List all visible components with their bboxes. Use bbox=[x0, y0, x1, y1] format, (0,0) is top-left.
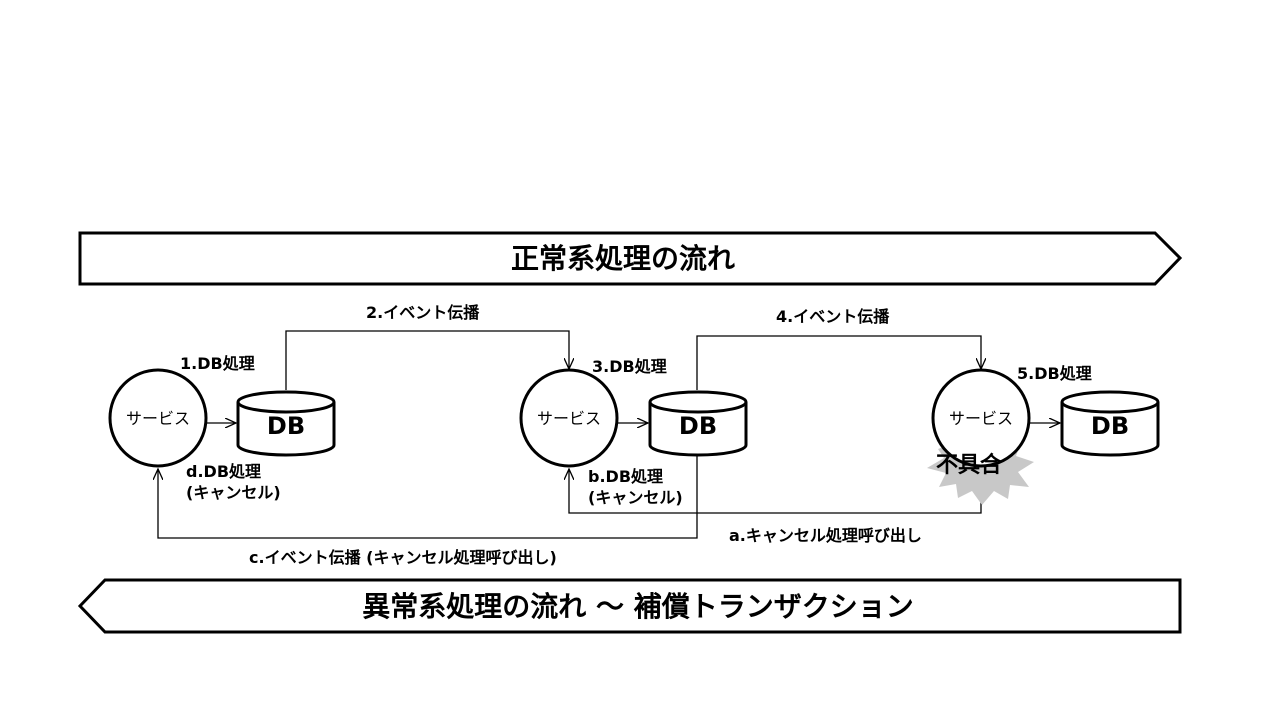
database-node-1: DB bbox=[236, 390, 336, 457]
step-label-b-line2: (キャンセル) bbox=[588, 488, 683, 507]
database-cylinder bbox=[236, 390, 336, 457]
step-label-4: 4.イベント伝播 bbox=[776, 307, 890, 326]
abnormal-flow-title: 異常系処理の流れ ～ 補償トランザクション bbox=[362, 590, 914, 623]
event-arrow-4 bbox=[696, 335, 981, 390]
database-node-2: DB bbox=[648, 390, 748, 457]
service-circle bbox=[108, 368, 208, 468]
service-node-1: サービス bbox=[108, 368, 208, 468]
step-label-2: 2.イベント伝播 bbox=[366, 303, 480, 322]
database-label: DB bbox=[267, 412, 305, 440]
database-cylinder-rim bbox=[648, 401, 748, 414]
service-node-3: サービス bbox=[931, 368, 1031, 468]
step-label-5: 5.DB処理 bbox=[1017, 364, 1092, 383]
abnormal-flow-banner: 異常系処理の流れ ～ 補償トランザクション bbox=[77, 578, 1182, 634]
step-label-d-line2: (キャンセル) bbox=[186, 483, 281, 502]
normal-flow-title: 正常系処理の流れ bbox=[511, 242, 735, 275]
service-circle bbox=[931, 368, 1031, 468]
service-circle bbox=[519, 368, 619, 468]
service-label: サービス bbox=[126, 409, 190, 428]
step-label-3: 3.DB処理 bbox=[592, 357, 667, 376]
step-label-a: a.キャンセル処理呼び出し bbox=[729, 526, 922, 545]
database-node-3: DB bbox=[1060, 390, 1160, 457]
step-label-c: c.イベント伝播 (キャンセル処理呼び出し) bbox=[249, 548, 557, 567]
database-cylinder-rim bbox=[236, 401, 336, 414]
event-arrow-2 bbox=[285, 330, 569, 390]
compensation-arrow-c bbox=[158, 453, 698, 539]
right-arrow-banner-shape bbox=[78, 231, 1183, 286]
normal-flow-banner: 正常系処理の流れ bbox=[78, 231, 1183, 286]
database-label: DB bbox=[679, 412, 717, 440]
left-arrow-banner-shape bbox=[77, 578, 1182, 634]
error-label: 不具合 bbox=[936, 452, 1003, 478]
step-label-b-line1: b.DB処理 bbox=[588, 467, 663, 486]
database-cylinder-rim bbox=[1060, 401, 1160, 414]
service-node-2: サービス bbox=[519, 368, 619, 468]
database-label: DB bbox=[1091, 412, 1129, 440]
service-label: サービス bbox=[537, 409, 601, 428]
step-label-1: 1.DB処理 bbox=[180, 354, 255, 373]
service-label: サービス bbox=[949, 409, 1013, 428]
database-cylinder bbox=[1060, 390, 1160, 457]
database-cylinder bbox=[648, 390, 748, 457]
step-label-d-line1: d.DB処理 bbox=[186, 462, 261, 481]
